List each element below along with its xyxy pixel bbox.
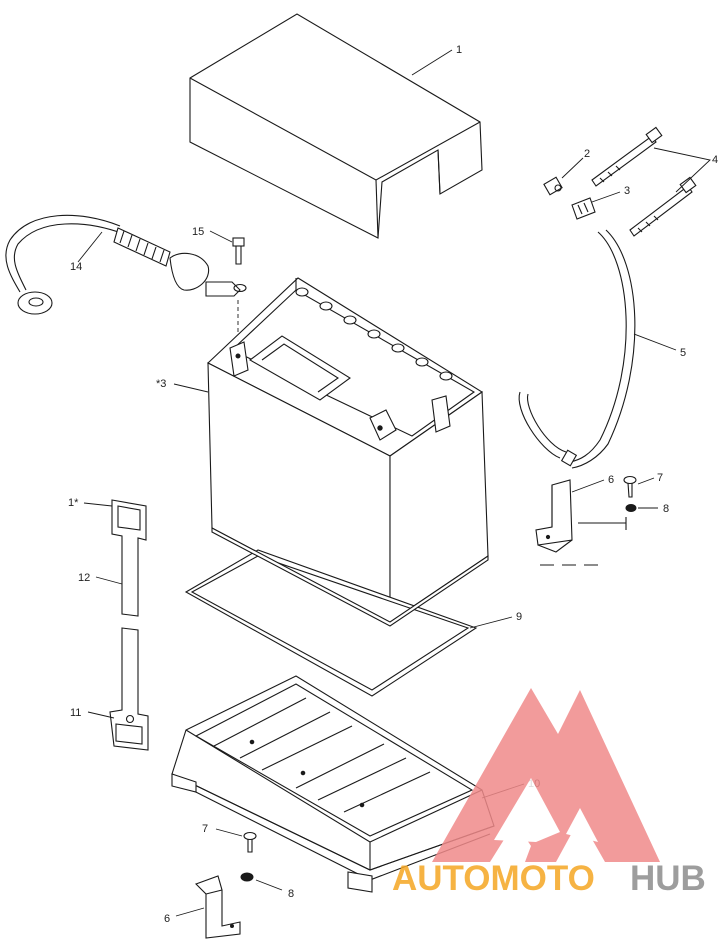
- hold-down-bracket-right: [535, 479, 573, 553]
- logo-triangle: [432, 688, 660, 862]
- callout-8a: 8: [663, 503, 669, 515]
- callout-14: 14: [70, 261, 82, 273]
- callout-11: 11: [70, 707, 81, 719]
- battery-cable: [5, 214, 247, 315]
- automotohub-logo: [432, 688, 660, 862]
- nut-right: [625, 504, 637, 512]
- battery-tray: [171, 675, 495, 893]
- screw-right: [623, 475, 637, 498]
- callout-8b: 8: [288, 888, 294, 900]
- battery: [207, 277, 489, 624]
- leader-4: [653, 147, 711, 193]
- screw-bottom: [243, 831, 257, 853]
- callout-4: 4: [712, 154, 718, 166]
- callout-7b: 7: [202, 823, 208, 835]
- leader-13: [173, 383, 209, 393]
- hold-down-strap-lower: [109, 627, 149, 751]
- callout-1b: 1*: [68, 497, 79, 509]
- leader-1b: [83, 502, 113, 507]
- terminal-bolt-lower: [629, 176, 697, 237]
- leader-6a: [571, 479, 605, 493]
- terminal-bolt-upper: [591, 126, 663, 187]
- leader-6b: [175, 907, 205, 917]
- vent-tube: [518, 229, 636, 469]
- leader-3: [591, 191, 621, 203]
- battery-cover: [189, 13, 483, 239]
- callout-6b: 6: [164, 913, 170, 925]
- leader-9a: [469, 616, 513, 629]
- terminal-spacer: [571, 197, 596, 220]
- watermark-part1: AUTOMOTO: [392, 859, 595, 898]
- watermark-part2: HUB: [630, 859, 706, 898]
- leader-7a: [637, 477, 655, 485]
- callout-13: *3: [156, 378, 166, 390]
- callout-9a: 9: [516, 611, 522, 623]
- leader-8b: [255, 879, 283, 891]
- callout-15: 15: [192, 226, 204, 238]
- leader-12: [95, 576, 123, 585]
- callout-12: 12: [78, 572, 90, 584]
- leader-11: [87, 711, 115, 719]
- nut-bottom: [240, 872, 254, 882]
- battery-pad: [184, 527, 489, 697]
- terminal-screw: [232, 237, 245, 265]
- leader-7b: [215, 828, 243, 837]
- callout-3: 3: [624, 185, 630, 197]
- leader-2: [561, 157, 584, 179]
- callout-1: 1: [456, 44, 462, 56]
- callout-7a: 7: [657, 472, 663, 484]
- hold-down-strap-upper: [111, 499, 147, 617]
- automotohub-watermark: AUTOMOTO HUB: [392, 688, 706, 898]
- leader-5: [633, 333, 677, 351]
- terminal-nut: [543, 176, 563, 196]
- callout-2: 2: [584, 148, 590, 160]
- leader-15: [209, 230, 233, 243]
- hold-down-bracket-bottom: [195, 875, 241, 939]
- callout-6a: 6: [608, 474, 614, 486]
- leader-14: [77, 231, 103, 263]
- callout-5: 5: [680, 347, 686, 359]
- leader-1: [411, 49, 453, 76]
